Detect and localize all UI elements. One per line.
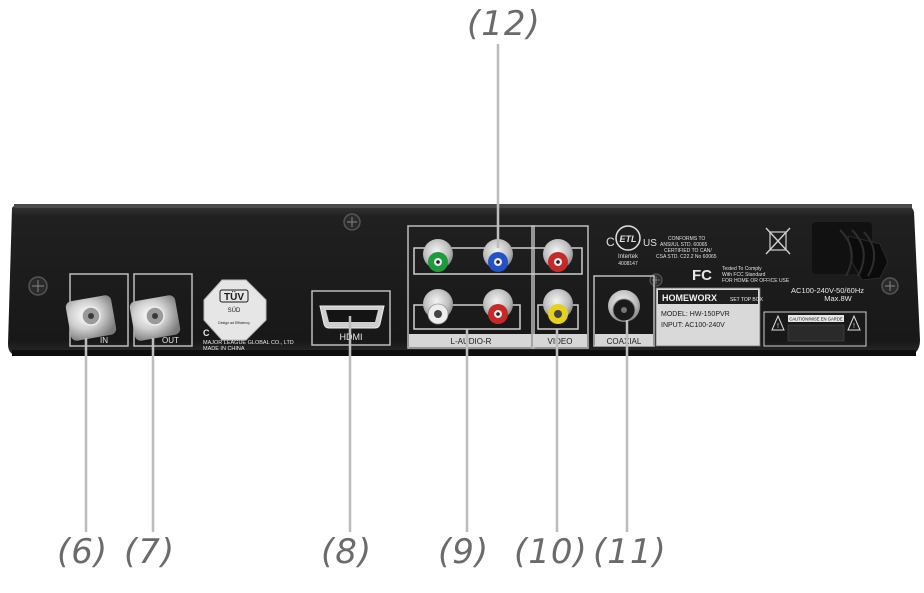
screw-left [28, 276, 48, 296]
tuv-sud-mark: TÜV SÜD Design ad Efficiency [203, 279, 267, 341]
leader-lines [84, 44, 629, 532]
fcc-mark: FC Tested To Comply With FCC Standard FO… [692, 266, 790, 284]
svg-text:FC: FC [692, 267, 712, 284]
video-label: VIDEO [548, 337, 573, 346]
svg-text:CAUTION/MISE EN GARDE: CAUTION/MISE EN GARDE [789, 317, 842, 322]
svg-text:US: US [643, 238, 657, 249]
maker-c-mark: C [203, 328, 210, 338]
callout-12: (12) [467, 4, 541, 44]
svg-text:HOMEWORX: HOMEWORX [662, 293, 717, 303]
svg-text:SET TOP BOX: SET TOP BOX [730, 297, 764, 303]
screw-top [343, 213, 361, 231]
antenna-out-label: OUT [162, 336, 179, 345]
weee-crossed-bin-icon [765, 227, 791, 255]
component-pb-jack[interactable] [483, 239, 513, 272]
callout-9: (9) [438, 532, 490, 572]
callout-11: (11) [593, 532, 667, 572]
svg-text:MODEL: HW-150PVR: MODEL: HW-150PVR [661, 311, 730, 318]
svg-text:TÜV: TÜV [224, 290, 244, 303]
etl-listed-mark: C ETL US Intertek 4008147 [606, 225, 657, 267]
callout-7: (7) [124, 532, 176, 572]
caution-sticker: ! ! CAUTION/MISE EN GARDE [763, 311, 867, 347]
antenna-in-label: IN [100, 336, 108, 345]
callout-10: (10) [514, 532, 588, 572]
antenna-out-connector[interactable] [129, 294, 181, 341]
callout-8: (8) [321, 532, 373, 572]
audio-label: L-AUDIO-R [451, 337, 492, 346]
svg-text:SÜD: SÜD [228, 307, 241, 314]
svg-text:!: ! [777, 323, 779, 330]
power-watts: Max.8W [824, 294, 852, 303]
component-pr-jack[interactable] [543, 239, 573, 272]
svg-text:Design ad Efficiency: Design ad Efficiency [218, 321, 250, 325]
antenna-in-connector[interactable] [65, 294, 117, 341]
svg-text:CONFORMS TO: CONFORMS TO [668, 236, 705, 242]
svg-text:ANSI/UL STD. 60065: ANSI/UL STD. 60065 [660, 242, 708, 248]
made-in-label: MADE IN CHINA [203, 346, 245, 352]
av-panel [407, 225, 535, 349]
screw-middle [649, 273, 663, 287]
svg-text:Tested To Comply: Tested To Comply [722, 266, 762, 272]
coaxial-label-strip [595, 334, 653, 346]
svg-text:C: C [606, 235, 615, 249]
svg-text:CSA STD. C22.2 No 60065: CSA STD. C22.2 No 60065 [656, 254, 717, 260]
svg-text:With FCC Standard: With FCC Standard [722, 272, 766, 278]
video-panel [531, 225, 589, 349]
model-sticker: HOMEWORX SET TOP BOX MODEL: HW-150PVR IN… [655, 287, 764, 347]
maker-label: MAJOR LEAGUE GLOBAL CO., LTD [203, 340, 294, 346]
chassis-top-edge [14, 204, 912, 208]
hdmi-port[interactable] [319, 305, 385, 329]
coaxial-label: COAXIAL [607, 337, 642, 346]
svg-text:Intertek: Intertek [618, 254, 639, 260]
svg-text:ETL: ETL [620, 234, 637, 244]
audio-left-jack[interactable] [423, 289, 453, 325]
svg-text:4008147: 4008147 [618, 261, 638, 267]
coaxial-jack[interactable] [608, 290, 640, 322]
svg-text:!: ! [853, 323, 855, 330]
svg-text:CERTIFIED TO CAN/: CERTIFIED TO CAN/ [664, 248, 712, 254]
screw-right [881, 277, 899, 295]
svg-text:FOR HOME OR OFFICE USE: FOR HOME OR OFFICE USE [722, 278, 790, 284]
power-cord [812, 222, 889, 281]
callout-6: (6) [57, 532, 109, 572]
video-jack[interactable] [543, 289, 573, 324]
audio-right-jack[interactable] [483, 289, 513, 324]
svg-text:INPUT: AC100-240V: INPUT: AC100-240V [661, 322, 725, 329]
conformity-text: CONFORMS TO ANSI/UL STD. 60065 CERTIFIED… [656, 236, 717, 260]
chassis-bottom-edge [12, 350, 916, 356]
power-rating: AC100-240V-50/60Hz [791, 286, 864, 295]
component-y-jack[interactable] [423, 239, 453, 272]
av-label-strip [409, 334, 587, 347]
